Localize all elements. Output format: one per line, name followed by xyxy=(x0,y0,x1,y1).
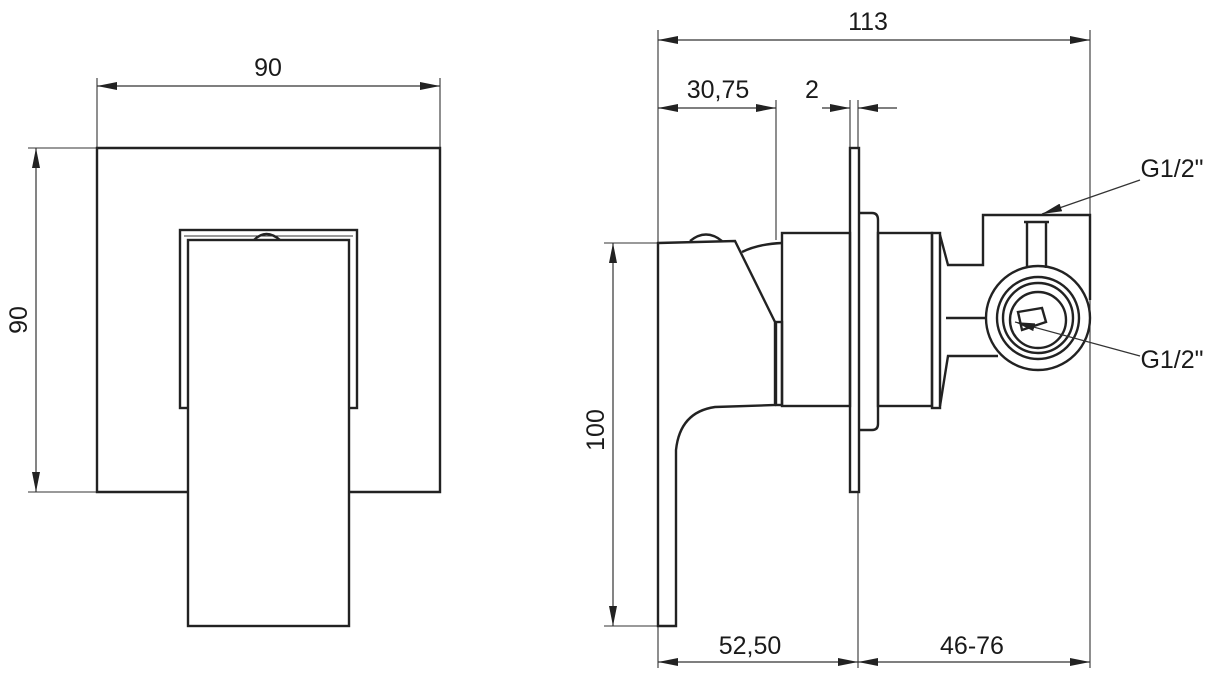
handle-height-label: 100 xyxy=(582,409,610,451)
height-label: 90 xyxy=(5,306,33,334)
front-depth-label: 52,50 xyxy=(719,632,782,660)
wall-plate xyxy=(848,146,861,494)
cover-plate xyxy=(95,146,442,494)
lever-profile xyxy=(656,239,777,628)
lever-knob xyxy=(689,233,723,242)
side-view: 113 30,75 2 100 52,50 46-76 G1/2" G1/2" xyxy=(582,8,1204,668)
total-depth-label: 113 xyxy=(848,8,888,36)
thread-top-label: G1/2" xyxy=(1140,155,1203,183)
lever-knob xyxy=(253,232,281,241)
handle-offset-label: 30,75 xyxy=(687,76,750,104)
width-label: 90 xyxy=(254,54,282,82)
front-view: 90 90 xyxy=(5,54,442,628)
wall-depth-label: 46-76 xyxy=(940,632,1004,660)
lever-handle xyxy=(186,238,351,628)
cartridge-housing xyxy=(780,231,852,408)
flange xyxy=(859,211,880,432)
plate-thickness-label: 2 xyxy=(805,76,819,104)
inlet-body xyxy=(984,264,1092,372)
thread-side-label: G1/2" xyxy=(1140,346,1203,374)
